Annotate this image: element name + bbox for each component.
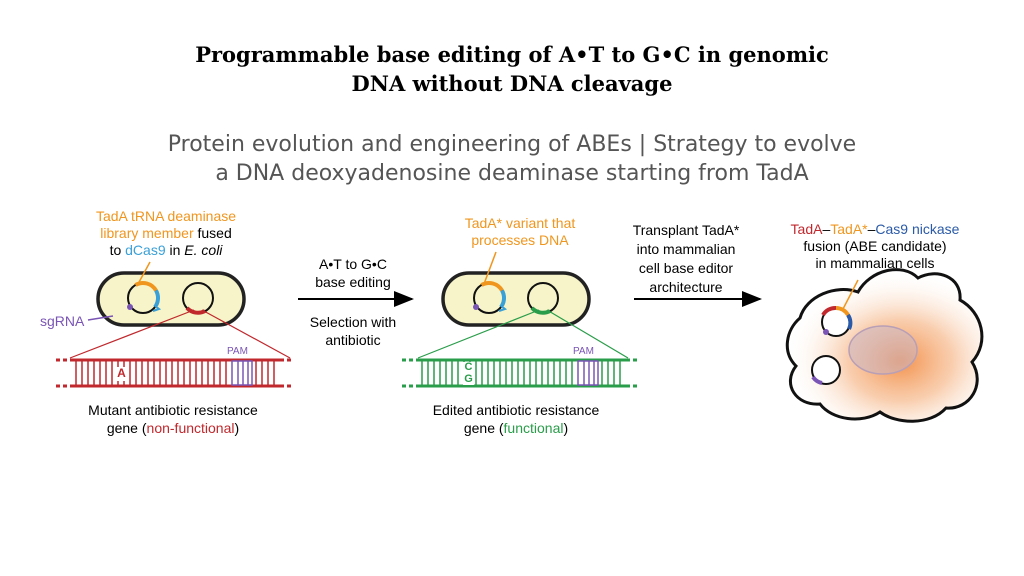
- mutant-gene-label: Mutant antibiotic resistance gene (non-f…: [60, 401, 286, 437]
- in-text: in: [165, 242, 185, 258]
- abe-fusion-text-3: in mammalian cells: [815, 255, 935, 271]
- edited-gene-text-2a: gene (: [463, 420, 504, 436]
- edited-gene-text-1: Edited antibiotic resistance: [432, 402, 600, 418]
- library-text-2: library member: [100, 225, 194, 241]
- transplant-text-3: cell base editor: [638, 260, 734, 276]
- base-editing-label: A•T to G•C base editing: [298, 255, 408, 291]
- cas9-nickase-text: Cas9 nickase: [875, 221, 960, 237]
- selection-text-2: antibiotic: [325, 332, 381, 348]
- slide-subtitle: Protein evolution and engineering of ABE…: [0, 130, 1024, 188]
- pam-label-left: PAM: [227, 346, 248, 357]
- variant-text-1: TadA* variant that: [464, 215, 576, 231]
- mutant-gene-text-2c: ): [234, 420, 240, 436]
- bacterium-left: [96, 271, 246, 327]
- subtitle-line-2: a DNA deoxyadenosine deaminase starting …: [215, 161, 809, 186]
- zoom-line-middle-b: [546, 309, 629, 359]
- dash-1: –: [822, 221, 831, 237]
- mammalian-cell: [785, 268, 984, 423]
- to-text: to: [109, 242, 126, 258]
- transplant-label: Transplant TadA* into mammalian cell bas…: [622, 221, 750, 297]
- dna-middle: [402, 358, 640, 388]
- dash-2: –: [867, 221, 876, 237]
- abe-fusion-label: TadA–TadA*–Cas9 nickase fusion (ABE cand…: [768, 221, 982, 272]
- zoom-line-left-b: [201, 309, 291, 359]
- base-editing-text-1: A•T to G•C: [319, 256, 387, 272]
- library-pointer-left: [137, 261, 151, 285]
- base-g-label: G: [464, 373, 473, 385]
- functional-text: functional: [503, 420, 564, 436]
- plasmid-fusion-middle: [473, 281, 508, 314]
- title-line-1: Programmable base editing of A•T to G•C …: [195, 42, 829, 67]
- edited-gene-text-2c: ): [563, 420, 569, 436]
- zoom-line-left-a: [69, 309, 195, 359]
- tada-text: TadA: [790, 221, 823, 237]
- non-functional-text: non-functional: [146, 420, 235, 436]
- plasmid-fusion-left: [127, 281, 162, 314]
- plasmid-target-cell: [811, 355, 841, 385]
- base-c-label: C: [464, 361, 473, 373]
- variant-text-2: processes DNA: [471, 232, 569, 248]
- library-label: TadA tRNA deaminase library member fused…: [78, 208, 254, 259]
- sgrna-pointer-left: [87, 315, 114, 321]
- plasmid-abe-cell: [821, 306, 853, 337]
- sgrna-label: sgRNA: [40, 313, 85, 329]
- bacterium-middle: [441, 271, 591, 327]
- ecoli-text: E. coli: [184, 242, 223, 258]
- transplant-text-2: into mammalian: [636, 241, 736, 257]
- edited-gene-label: Edited antibiotic resistance gene (funct…: [404, 401, 628, 437]
- selection-text-1: Selection with: [309, 314, 397, 330]
- slide-title: Programmable base editing of A•T to G•C …: [0, 40, 1024, 98]
- tadastar-text: TadA*: [830, 221, 868, 237]
- variant-pointer: [483, 251, 497, 285]
- dna-left: [56, 358, 294, 388]
- transplant-text-1: Transplant TadA*: [632, 222, 740, 238]
- mutant-gene-text-2a: gene (: [106, 420, 147, 436]
- abe-fusion-text-2: fusion (ABE candidate): [803, 238, 947, 254]
- dcas9-text: dCas9: [125, 242, 166, 258]
- selection-label: Selection with antibiotic: [298, 313, 408, 349]
- subtitle-line-1: Protein evolution and engineering of ABE…: [167, 132, 857, 157]
- base-editing-text-2: base editing: [315, 274, 391, 290]
- zoom-line-middle-a: [417, 309, 540, 359]
- library-text-1: TadA tRNA deaminase: [95, 208, 237, 224]
- pam-label-middle: PAM: [573, 346, 594, 357]
- base-a-label: A: [117, 366, 126, 380]
- nucleus: [848, 325, 918, 375]
- mutant-gene-text-1: Mutant antibiotic resistance: [88, 402, 258, 418]
- abe-pointer: [842, 279, 859, 310]
- variant-label: TadA* variant that processes DNA: [436, 215, 604, 249]
- transplant-text-4: architecture: [649, 279, 723, 295]
- fused-text: fused: [193, 225, 232, 241]
- title-line-2: DNA without DNA cleavage: [351, 71, 673, 96]
